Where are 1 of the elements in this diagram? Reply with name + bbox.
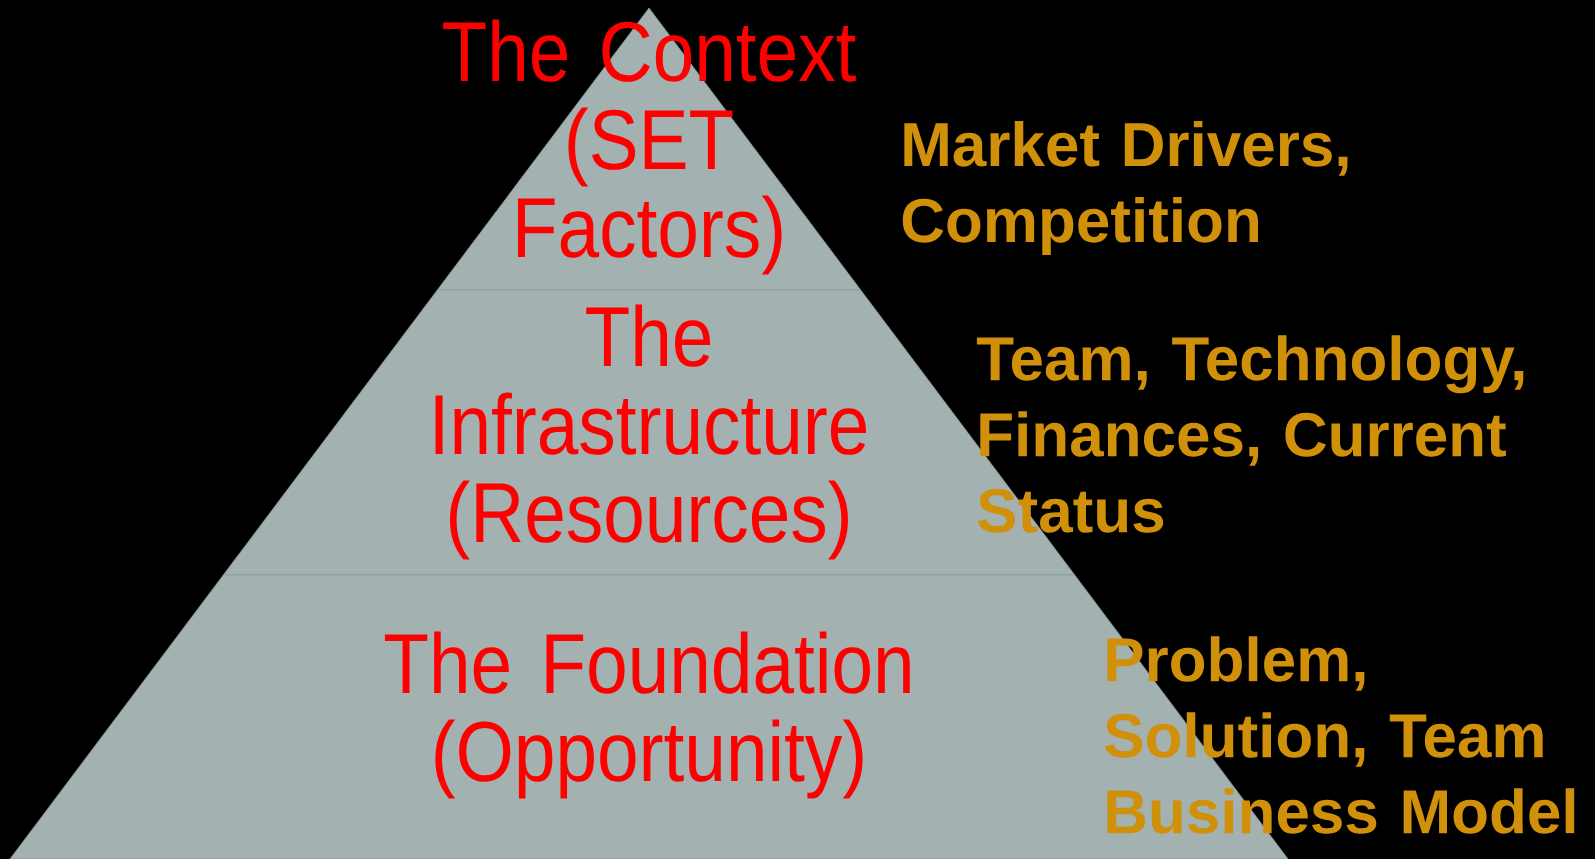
side-note: Market Drivers, Competition [902, 121, 1348, 255]
